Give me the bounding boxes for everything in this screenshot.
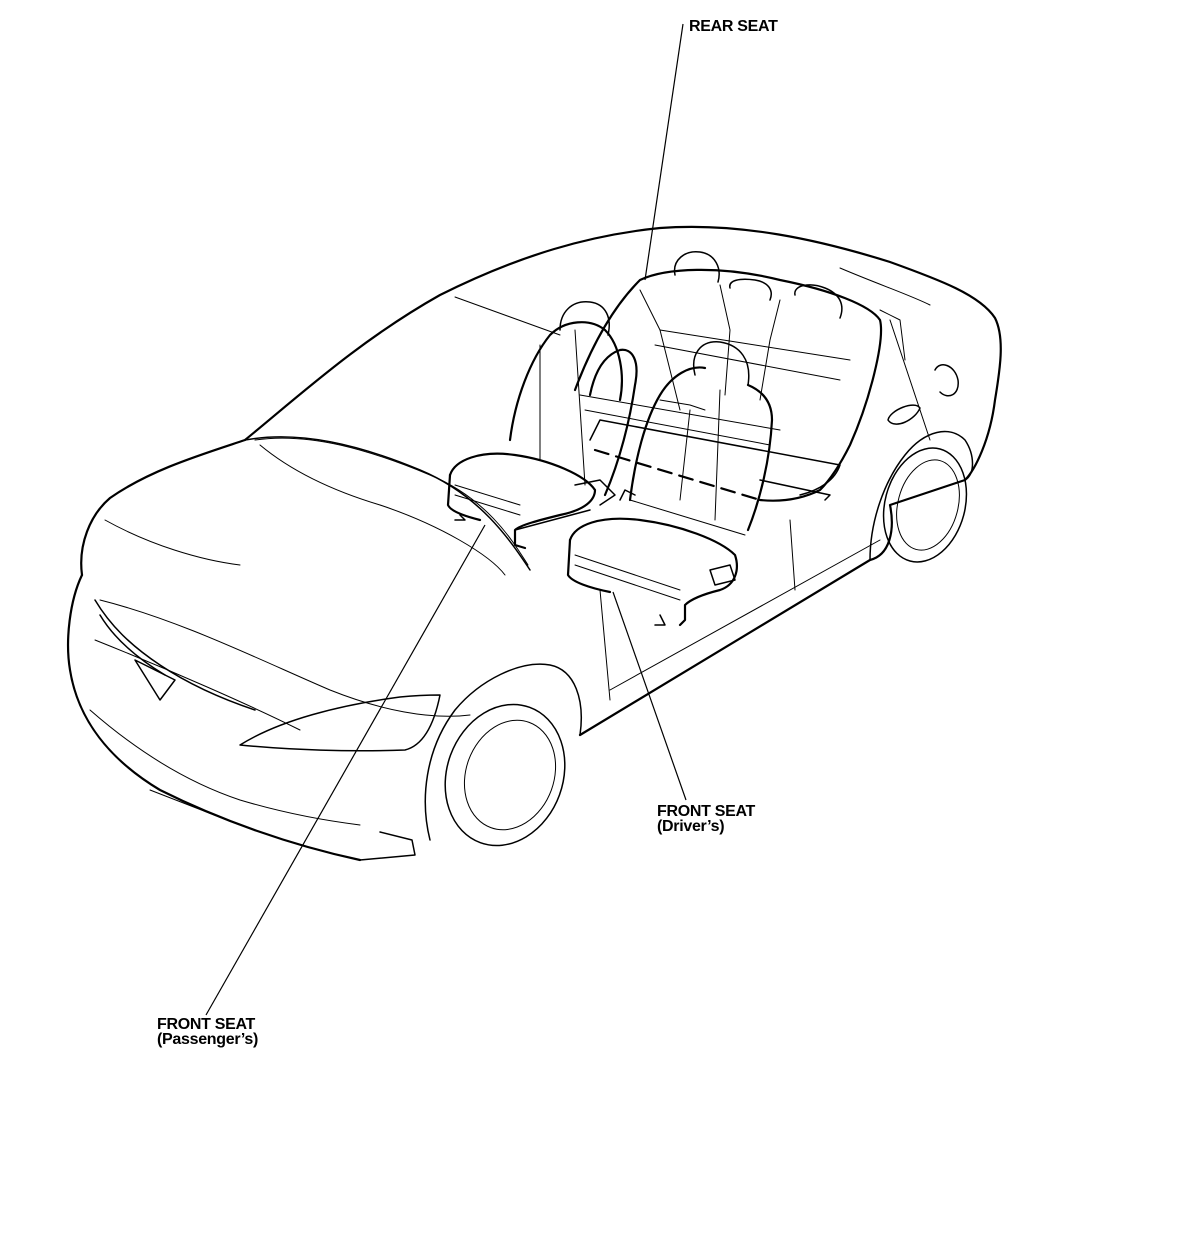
leader-rear-seat (644, 23, 684, 281)
front-seat-passenger (446, 301, 638, 550)
label-front-seat-passenger-sub: (Passenger’s) (157, 1031, 259, 1048)
label-rear-seat: REAR SEAT (689, 18, 778, 35)
label-front-seat-passenger-title: FRONT SEAT (157, 1016, 256, 1033)
leader-lines (205, 23, 687, 1016)
label-front-seat-driver-title: FRONT SEAT (657, 803, 756, 820)
label-front-seat-driver-sub: (Driver’s) (657, 818, 725, 835)
leader-front-seat-driver (612, 591, 687, 801)
front-seat-driver (566, 341, 774, 627)
label-front-seat-passenger: FRONT SEAT (Passenger’s) (157, 1016, 259, 1048)
label-rear-seat-text: REAR SEAT (689, 18, 778, 35)
rear-seat (573, 251, 883, 502)
leader-front-seat-passenger (205, 524, 486, 1016)
car-body (67, 225, 1002, 862)
label-front-seat-driver: FRONT SEAT (Driver’s) (657, 803, 756, 835)
